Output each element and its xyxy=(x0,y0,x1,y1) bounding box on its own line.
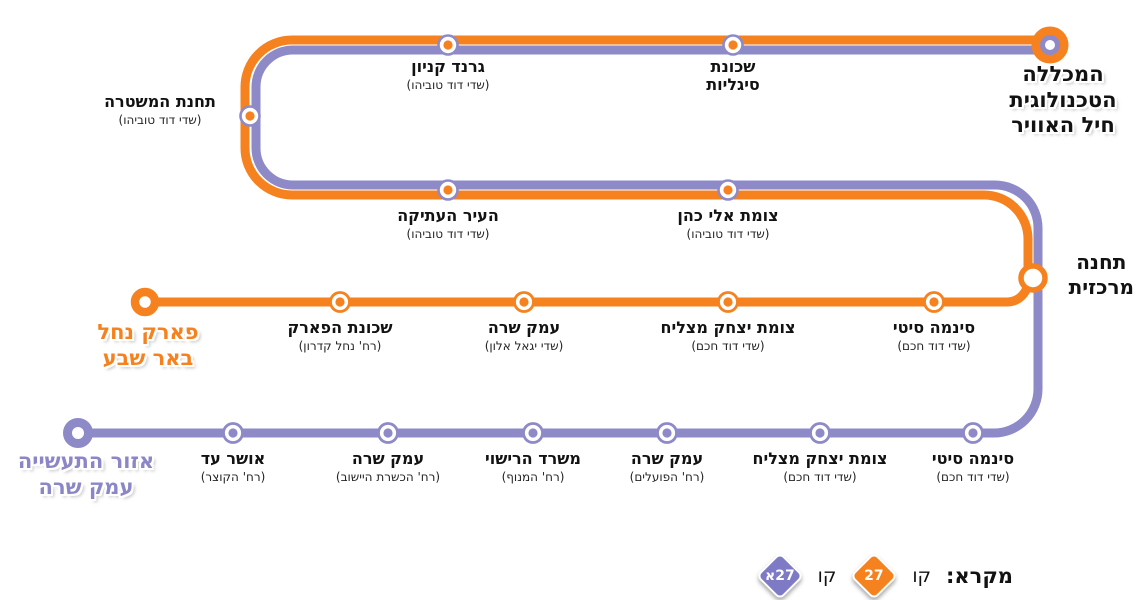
station-name: תחנת המשטרה xyxy=(104,92,216,111)
terminus-marker-airforce-college xyxy=(1031,26,1069,64)
station-marker-yitzhak-matzliach-27 xyxy=(717,291,739,313)
line-27-badge-text: 27 xyxy=(864,568,885,585)
station-marker-old-city xyxy=(437,179,459,201)
terminus-label-airforce-college: המכללה הטכנולוגית חיל האוויר xyxy=(1009,62,1117,138)
station-marker-yitzhak-matzliach-27a xyxy=(809,422,831,444)
legend-line-word-27a: קו xyxy=(817,565,837,587)
station-street: (רח' נחל קדרון) xyxy=(298,338,382,353)
station-label-emek-sara-hachsharat: עמק שרה (רח' הכשרת היישוב) xyxy=(336,450,440,484)
station-label-eli-cohen-junction: צומת אלי כהן (שדי דוד טוביהו) xyxy=(677,207,778,241)
station-marker-eli-cohen-junction xyxy=(717,179,739,201)
station-street: (רח' הכשרת היישוב) xyxy=(335,469,441,484)
station-street: (רח' המנוף) xyxy=(501,469,565,484)
station-name: סינמה סיטי xyxy=(892,318,976,337)
station-marker-grand-kanyon xyxy=(437,34,459,56)
station-label-cinema-city-27a: סינמה סיטי (שדי דוד חכם) xyxy=(932,450,1014,484)
station-label-emek-sara-yigal-alon: עמק שרה (שדי יגאל אלון) xyxy=(485,319,564,353)
station-marker-cinema-city-27 xyxy=(923,291,945,313)
station-street: (שדי דוד חכם) xyxy=(691,338,765,353)
line-27a-badge-text: 27א xyxy=(764,568,795,584)
line-27a-badge-icon: 27א xyxy=(755,551,804,600)
station-name: צומת אלי כהן xyxy=(677,206,779,225)
station-marker-emek-sara-yigal-alon xyxy=(513,291,535,313)
terminus-label-nahal-park: פארק נחל באר שבע xyxy=(97,320,199,370)
terminus-label-industrial-zone: אזור התעשייה עמק שרה xyxy=(17,449,155,499)
station-name: שכונת סיגליות xyxy=(706,57,760,94)
station-marker-park-neighborhood xyxy=(329,291,351,313)
interchange-marker-central-station xyxy=(1018,263,1048,293)
station-street: (שדי דוד טוביהו) xyxy=(686,226,770,241)
station-label-police-station: תחנת המשטרה (שדי דוד טוביהו) xyxy=(104,93,216,127)
station-name: סינמה סיטי xyxy=(931,449,1015,468)
station-name: עמק שרה xyxy=(630,449,704,468)
station-label-emek-sara-hapoalim: עמק שרה (רח' הפועלים) xyxy=(630,450,705,484)
station-name: גרנד קניון xyxy=(411,57,485,76)
station-marker-misrad-harishui xyxy=(522,422,544,444)
route-line-27a xyxy=(78,45,1050,438)
station-label-osher-ad: אושר עד (רח' הקוצר) xyxy=(201,450,266,484)
station-marker-cinema-city-27a xyxy=(962,422,984,444)
station-street: (שדי דוד חכם) xyxy=(936,469,1010,484)
station-label-grand-kanyon: גרנד קניון (שדי דוד טוביהו) xyxy=(407,58,490,92)
station-label-park-neighborhood: שכונת הפארק (רח' נחל קדרון) xyxy=(287,319,392,353)
station-name: עמק שרה xyxy=(487,318,561,337)
line-27-badge-icon: 27 xyxy=(850,551,899,600)
station-street: (שדי דוד חכם) xyxy=(897,338,971,353)
station-name: משרד הרישוי xyxy=(485,449,581,468)
station-street: (רח' הפועלים) xyxy=(629,469,705,484)
terminus-marker-nahal-park xyxy=(130,287,160,317)
station-street: (שדי דוד טוביהו) xyxy=(406,77,490,92)
station-marker-emek-sara-hachsharat xyxy=(377,422,399,444)
route-line-27 xyxy=(145,35,1050,307)
station-marker-emek-sara-hapoalim xyxy=(656,422,678,444)
station-street: (שדי דוד חכם) xyxy=(783,469,857,484)
station-name: צומת יצחק מצליח xyxy=(660,318,796,337)
terminus-label-central-station: תחנה מרכזית xyxy=(1068,250,1134,299)
station-name: עמק שרה xyxy=(351,449,425,468)
legend-line-word-27: קו xyxy=(912,565,931,587)
station-label-misrad-harishui: משרד הרישוי (רח' המנוף) xyxy=(485,450,581,484)
station-label-cinema-city-27: סינמה סיטי (שדי דוד חכם) xyxy=(893,319,975,353)
station-label-yitzhak-matzliach-27a: צומת יצחק מצליח (שדי דוד חכם) xyxy=(753,450,888,484)
station-street: (רח' הקוצר) xyxy=(200,469,266,484)
legend-title: מקרא: xyxy=(946,564,1013,588)
station-label-old-city: העיר העתיקה (שדי דוד טוביהו) xyxy=(397,207,499,241)
station-street: (שדי דוד טוביהו) xyxy=(406,226,490,241)
station-name: אושר עד xyxy=(200,449,266,468)
station-marker-osher-ad xyxy=(222,422,244,444)
station-marker-police-station xyxy=(239,105,261,127)
legend: מקרא: קו 27 קו 27א xyxy=(755,551,1013,600)
station-street: (שדי דוד טוביהו) xyxy=(118,112,202,127)
station-label-yitzhak-matzliach-27: צומת יצחק מצליח (שדי דוד חכם) xyxy=(661,319,796,353)
station-name: שכונת הפארק xyxy=(287,318,393,337)
station-name: צומת יצחק מצליח xyxy=(752,449,888,468)
station-label-sigaliyot: שכונת סיגליות xyxy=(706,58,760,94)
station-name: העיר העתיקה xyxy=(397,206,499,225)
station-marker-sigaliyot xyxy=(722,34,744,56)
station-street: (שדי יגאל אלון) xyxy=(484,338,564,353)
terminus-marker-industrial-zone xyxy=(63,418,93,448)
